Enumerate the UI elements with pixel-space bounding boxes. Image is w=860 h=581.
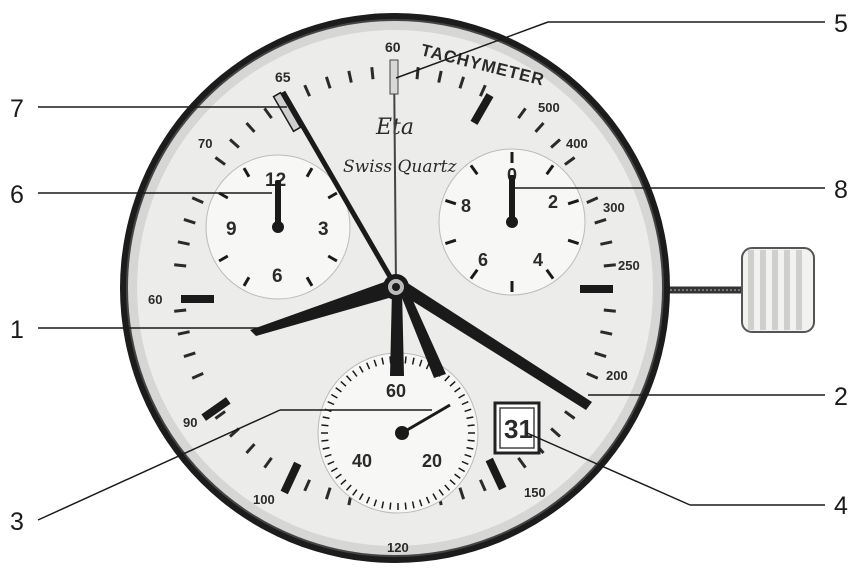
brand-subtitle: Swiss Quartz	[343, 157, 457, 177]
bottom-subdial-pivot	[395, 426, 409, 440]
callout-6: 6	[10, 181, 24, 209]
date-value: 31	[504, 414, 533, 444]
tick-mark	[174, 310, 186, 311]
callout-8: 8	[834, 176, 848, 204]
right-subdial: 0 2 4 6 8	[439, 149, 585, 295]
tick-mark	[468, 440, 475, 441]
callout-4: 4	[834, 492, 848, 520]
callout-1: 1	[10, 316, 24, 344]
tick-mark	[417, 67, 418, 79]
tick-mark	[390, 503, 391, 510]
right-subdial-pivot	[506, 216, 518, 228]
bottom-subdial-40: 40	[352, 451, 372, 471]
tick-mark	[604, 265, 616, 266]
left-subdial-3: 3	[318, 219, 329, 240]
center-cap-dot	[392, 283, 400, 291]
scale-label: 60	[148, 292, 162, 307]
tick-mark	[405, 356, 406, 363]
scale-label: 120	[387, 540, 409, 555]
scale-label: 300	[603, 200, 625, 215]
scale-label: 200	[606, 368, 628, 383]
callout-2: 2	[834, 383, 848, 411]
scale-label: 250	[618, 258, 640, 273]
left-subdial: 12 3 6 9	[206, 155, 350, 299]
right-subdial-hand	[509, 175, 515, 223]
scale-label: 500	[538, 100, 560, 115]
tick-mark	[321, 425, 328, 426]
tick-mark	[405, 503, 406, 510]
scale-label: 100	[253, 492, 275, 507]
callout-5: 5	[834, 10, 848, 38]
bottom-subdial-20: 20	[422, 451, 442, 471]
left-subdial-pivot	[272, 221, 284, 233]
scale-label: 90	[183, 415, 197, 430]
chrono-minute-hand	[390, 290, 404, 376]
scale-label: 150	[524, 485, 546, 500]
tick-mark	[174, 265, 186, 266]
bottom-subdial: 60 20 40	[318, 353, 478, 513]
date-window: 31	[495, 403, 539, 453]
crown-icon	[742, 248, 814, 332]
bottom-subdial-60: 60	[386, 381, 406, 401]
scale-label: 400	[566, 136, 588, 151]
right-subdial-6: 6	[478, 250, 488, 270]
left-subdial-6: 6	[272, 266, 283, 287]
scale-label: 60	[385, 39, 401, 55]
tick-mark	[604, 310, 616, 311]
right-subdial-4: 4	[533, 250, 543, 270]
right-subdial-8: 8	[461, 196, 471, 216]
left-subdial-9: 9	[226, 219, 237, 240]
callout-7: 7	[10, 95, 24, 123]
tick-mark	[468, 425, 475, 426]
left-subdial-hand	[275, 180, 281, 228]
scale-label: 65	[275, 69, 291, 85]
tick-mark	[372, 67, 373, 79]
tick-mark	[321, 440, 328, 441]
scale-label: 70	[198, 136, 212, 151]
right-subdial-2: 2	[548, 192, 558, 212]
callout-3: 3	[10, 508, 24, 536]
